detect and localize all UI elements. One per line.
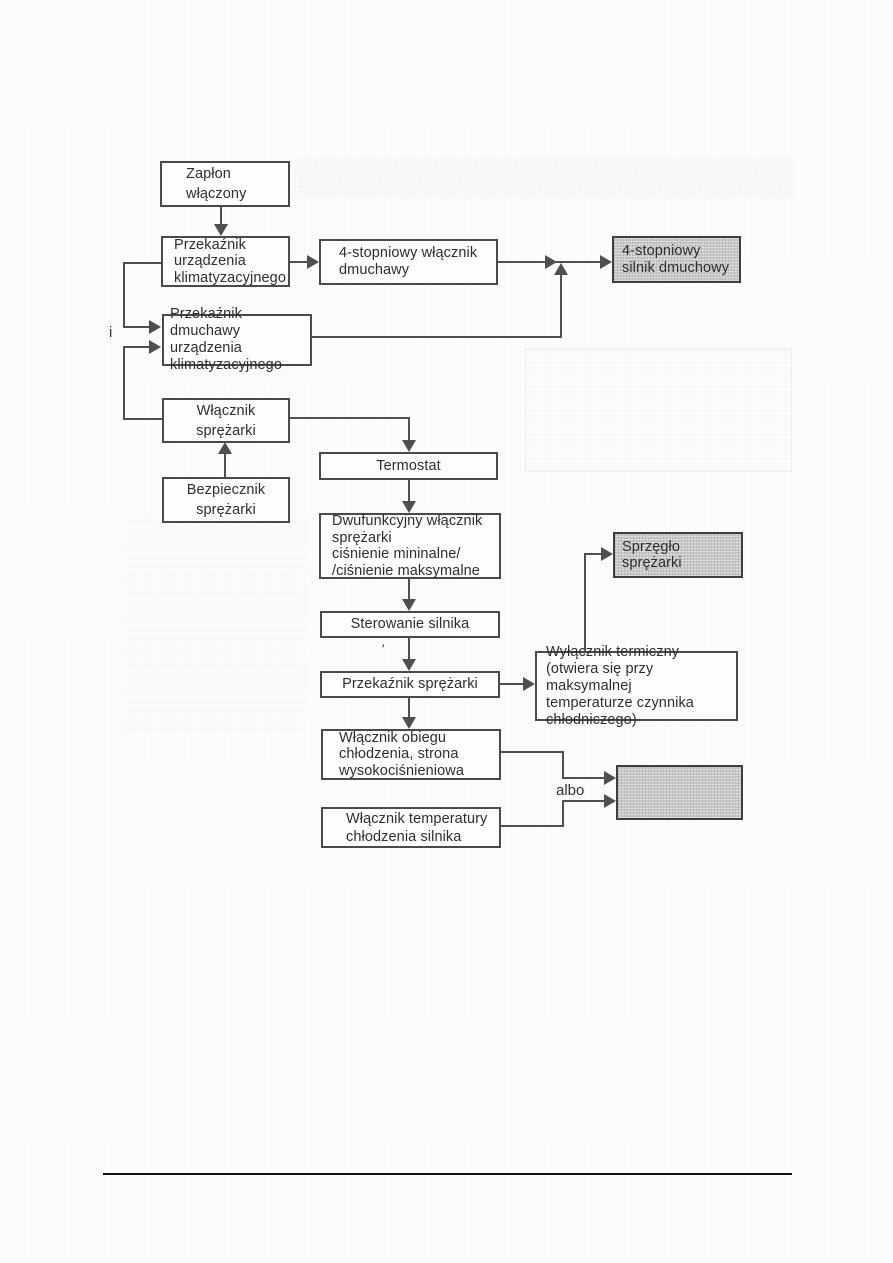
node-przekaznik-dmuchawy-urzadzenia: Przekaźnik dmuchawy urządzenia klimatyza… bbox=[162, 306, 312, 373]
arrowhead-up-wlacznik-sprezarki bbox=[218, 442, 232, 454]
arrowhead-right-dmuchowa-top bbox=[604, 771, 616, 785]
node-sterowanie-silnika: Sterowanie silnika bbox=[320, 611, 500, 638]
node-4-stopniowy-wlacznik-dmuchawy: 4-stopniowy włącznik dmuchawy bbox=[319, 239, 498, 285]
node-wlacznik-sprezarki: Włącznik sprężarki bbox=[162, 398, 290, 443]
stray-print-mark: ’ bbox=[379, 640, 386, 658]
label-or-connector: albo bbox=[556, 782, 585, 799]
node-wlacznik-temperatury-chlodzenia: Włącznik temperatury chłodzenia silnika bbox=[321, 807, 501, 848]
label-and-connector: i bbox=[109, 324, 113, 341]
node-sprzeglo-sprezarki: Sprzęgło sprężarki bbox=[613, 532, 743, 578]
node-zaplon-wlaczony: Zapłon włączony bbox=[160, 161, 290, 207]
arrowhead-up-junction bbox=[554, 263, 568, 275]
scan-bleed-band bbox=[295, 157, 792, 197]
edge-obiegu-h1 bbox=[501, 751, 564, 753]
edge-left-a-top bbox=[123, 262, 161, 264]
edge-przekaznik-dmuchawy-horizontal bbox=[312, 336, 562, 338]
node-4-stopniowy-silnik-dmuchowy: 4-stopniowy silnik dmuchowy bbox=[612, 236, 741, 283]
edge-left-b-vertical bbox=[123, 346, 125, 420]
edge-temperatury-v bbox=[562, 801, 564, 827]
edge-dwufunkcyjny-to-sterowanie bbox=[408, 579, 410, 600]
arrowhead-right-sprzeglo bbox=[601, 547, 613, 561]
arrowhead-right-dmuchowa-bottom bbox=[604, 794, 616, 808]
edge-termostat-to-dwufunkcyjny bbox=[408, 480, 410, 502]
node-bezpiecznik-sprezarki: Bezpiecznik sprężarki bbox=[162, 477, 290, 523]
edge-przekaznik-dmuchawy-vertical bbox=[560, 273, 562, 338]
arrowhead-down-dwufunkcyjny bbox=[402, 501, 416, 513]
edge-przekaznik-to-wylacznik bbox=[500, 683, 525, 685]
edge-sterowanie-to-przekaznik bbox=[408, 638, 410, 660]
edge-zaplon-to-przekaznik bbox=[220, 206, 222, 226]
scan-bleed-smudge bbox=[126, 520, 306, 730]
node-dwufunkcyjny-wlacznik-sprezarki: Dwufunkcyjny włącznik sprężarki ciśnieni… bbox=[319, 513, 501, 579]
edge-bezpiecznik-to-wlacznik bbox=[224, 452, 226, 477]
arrowhead-down-przekaznik-urzadzenia bbox=[214, 224, 228, 236]
arrowhead-right-wlacznik-dmuchawy bbox=[307, 255, 319, 269]
node-przekaznik-sprezarki: Przekaźnik sprężarki bbox=[320, 671, 500, 698]
edge-obiegu-h2 bbox=[562, 777, 605, 779]
edge-przekaznik-to-wlacznik-dmuchawy bbox=[290, 261, 309, 263]
node-wylacznik-termiczny: Wyłącznik termiczny (otwiera się przy ma… bbox=[535, 644, 738, 728]
node-przekaznik-urzadzenia-klimatyzacyjnego: Przekaźnik urządzenia klimatyzacyjnego bbox=[161, 236, 290, 287]
page-footer-rule bbox=[103, 1173, 792, 1175]
arrowhead-down-wlacznik-obiegu bbox=[402, 717, 416, 729]
node-dmuchowa-skraplacza-i-chlodnicy bbox=[616, 765, 743, 820]
edge-temperatury-h2 bbox=[562, 800, 605, 802]
edge-wylacznik-to-sprzeglo-h bbox=[584, 553, 603, 555]
arrowhead-down-przekaznik-sprezarki bbox=[402, 659, 416, 671]
edge-left-a-vertical bbox=[123, 262, 125, 328]
edge-wylacznik-to-sprzeglo-v bbox=[584, 553, 586, 651]
arrowhead-down-sterowanie bbox=[402, 599, 416, 611]
arrowhead-down-termostat bbox=[402, 440, 416, 452]
edge-left-a-stub bbox=[123, 326, 151, 328]
arrowhead-right-przekaznik-dmuchawy-1 bbox=[149, 320, 161, 334]
edge-left-b-bottom bbox=[123, 418, 163, 420]
scan-bleed-frame bbox=[525, 348, 792, 472]
edge-przekaznik-to-obiegu bbox=[408, 698, 410, 719]
edge-left-b-stub bbox=[123, 346, 151, 348]
edge-wlacznik-to-termostat-v bbox=[408, 417, 410, 442]
arrowhead-right-silnik-dmuchowy bbox=[600, 255, 612, 269]
arrowhead-right-wylacznik-termiczny bbox=[523, 677, 535, 691]
edge-temperatury-h1 bbox=[501, 825, 564, 827]
edge-wlacznik-to-termostat-h bbox=[290, 417, 410, 419]
edge-obiegu-v bbox=[562, 751, 564, 779]
arrowhead-right-przekaznik-dmuchawy-2 bbox=[149, 340, 161, 354]
node-wlacznik-obiegu-chlodzenia: Włącznik obiegu chłodzenia, strona wysok… bbox=[321, 729, 501, 780]
node-termostat: Termostat bbox=[319, 452, 498, 480]
